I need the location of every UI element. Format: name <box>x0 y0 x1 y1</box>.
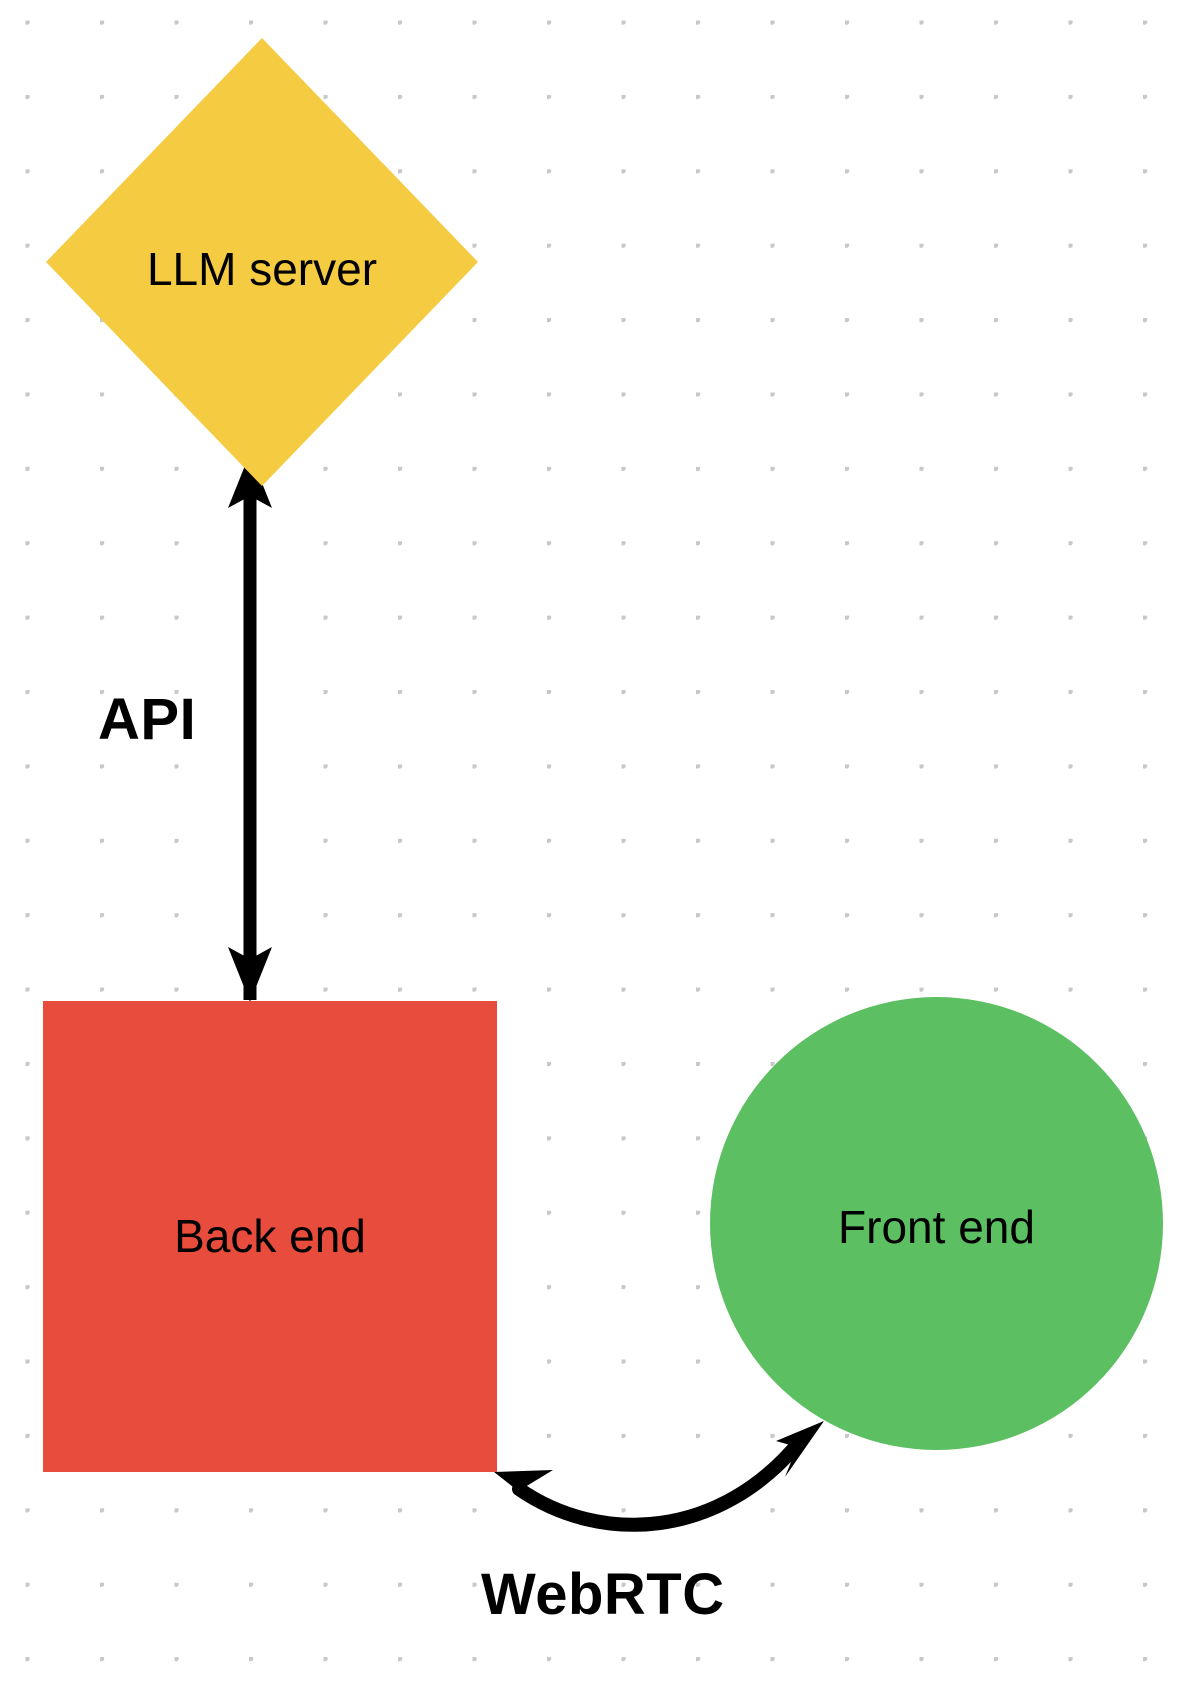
node-llm-server[interactable]: LLM server <box>46 38 478 486</box>
webrtc-arrowhead-left <box>494 1470 553 1505</box>
node-back-end[interactable]: Back end <box>43 1001 497 1472</box>
diamond-shape <box>46 38 478 486</box>
square-shape <box>43 1001 497 1472</box>
edge-label-webrtc: WebRTC <box>481 1562 725 1627</box>
api-connector <box>228 453 272 1002</box>
node-front-end[interactable]: Front end <box>710 997 1163 1450</box>
api-arrowhead-down <box>228 947 272 1002</box>
edge-label-api: API <box>98 687 197 752</box>
circle-shape <box>710 997 1163 1450</box>
webrtc-connector-curve <box>512 1433 808 1532</box>
